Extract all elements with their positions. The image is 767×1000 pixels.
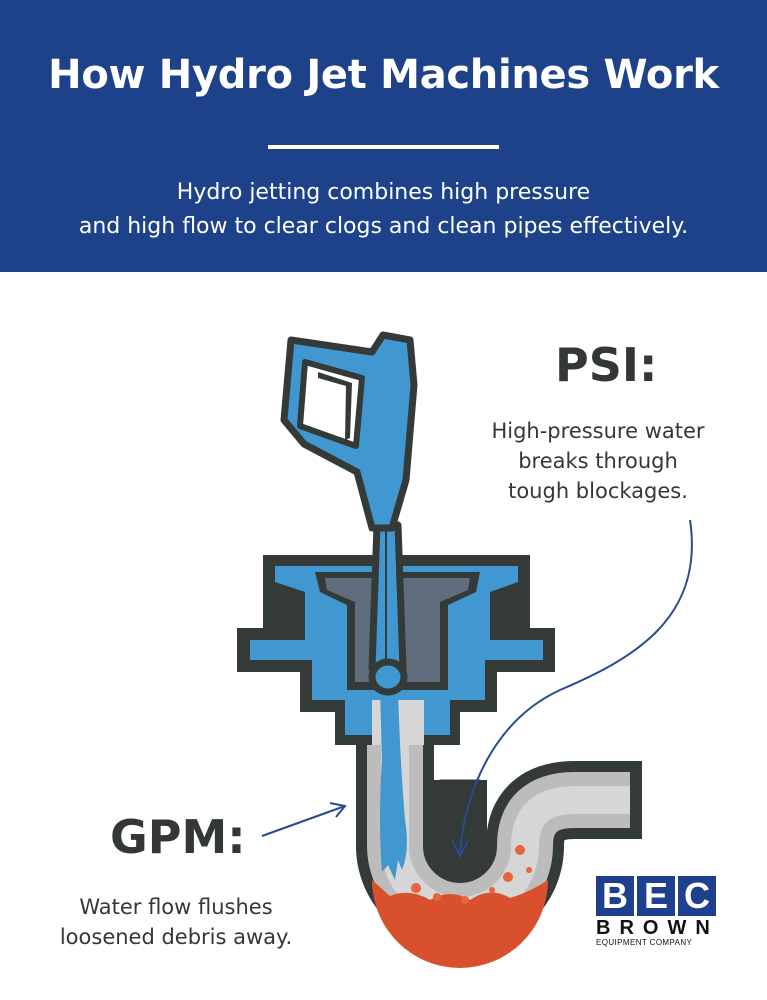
psi-label: PSI: <box>555 338 658 392</box>
psi-line-3: tough blockages. <box>508 479 688 503</box>
gpm-description: Water flow flushes loosened debris away. <box>40 892 312 952</box>
psi-line-2: breaks through <box>518 449 678 473</box>
logo-letter-e: E <box>637 876 675 916</box>
gpm-line-2: loosened debris away. <box>59 925 293 949</box>
water-stream <box>380 690 407 880</box>
gpm-label: GPM: <box>110 810 246 864</box>
nozzle <box>368 658 408 696</box>
gpm-line-1: Water flow flushes <box>79 895 273 919</box>
title-divider <box>268 145 499 149</box>
subtitle: Hydro jetting combines high pressure and… <box>0 176 767 244</box>
subtitle-line-2: and high flow to clear clogs and clean p… <box>78 214 689 239</box>
debris-particles <box>411 845 532 904</box>
logo-tagline: EQUIPMENT COMPANY <box>596 938 693 947</box>
logo-letter-b: B <box>596 876 634 916</box>
gpm-arrow <box>261 802 347 837</box>
psi-line-1: High-pressure water <box>491 419 705 443</box>
debris <box>372 880 548 968</box>
psi-arrow <box>451 519 693 859</box>
header-banner: How Hydro Jet Machines Work Hydro jettin… <box>0 0 767 272</box>
logo-name: BROWN <box>596 917 719 939</box>
page-title: How Hydro Jet Machines Work <box>48 52 719 98</box>
logo-letter-c: C <box>678 876 716 916</box>
psi-description: High-pressure water breaks through tough… <box>470 416 726 506</box>
jetter-gun <box>280 331 418 696</box>
bec-logo: B E C BROWN EQUIPMENT COMPANY <box>596 876 716 947</box>
subtitle-line-1: Hydro jetting combines high pressure <box>176 180 591 205</box>
